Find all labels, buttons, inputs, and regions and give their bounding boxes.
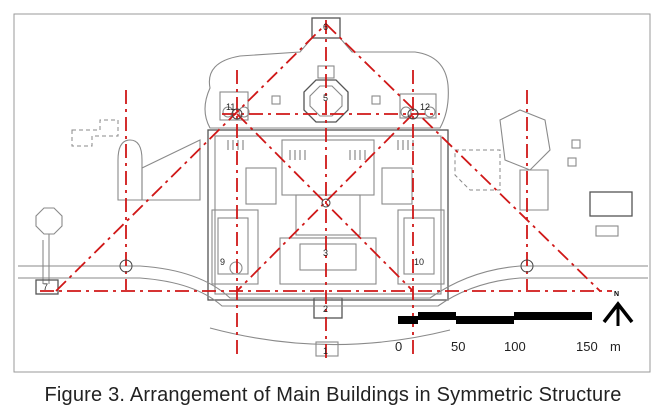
label-building-7: 7 (43, 282, 48, 292)
label-building-3: 3 (323, 248, 328, 258)
scale-tick-0: 0 (395, 339, 402, 354)
left-dashed-ruin (71, 119, 119, 147)
right-dashed-ruin (454, 149, 501, 191)
figure-caption: Figure 3. Arrangement of Main Buildings … (44, 384, 622, 406)
axis-nodes (119, 108, 534, 273)
rear-garden-outline (204, 37, 449, 129)
central-hall-front (279, 237, 377, 285)
scale-bar: 0 50 100 150 m (395, 312, 621, 354)
road-lower (18, 277, 648, 307)
figure-frame (13, 13, 651, 373)
scale-segment-3 (456, 316, 514, 324)
octagon-pavilion (303, 79, 349, 123)
site-plan-drawing: 1 2 3 5 6 7 9 10 11 12 0 50 100 150 m N (13, 13, 651, 373)
label-building-12: 12 (420, 102, 430, 112)
label-building-5: 5 (323, 93, 328, 103)
building-6-gate (311, 17, 341, 39)
left-diagonal-axis (55, 23, 327, 292)
building-9-wing (211, 209, 259, 285)
scale-segment-4 (514, 312, 592, 320)
left-octagon-tower (35, 207, 63, 235)
scale-tick-150: 150 (576, 339, 598, 354)
central-hall-middle (295, 194, 361, 236)
building-10-wing (397, 209, 445, 285)
label-building-11: 11 (226, 102, 235, 112)
label-building-9: 9 (220, 257, 225, 267)
left-arch-building (117, 139, 143, 201)
building-3-hall (299, 243, 357, 271)
scale-tick-100: 100 (504, 339, 526, 354)
scale-segment-2 (418, 312, 456, 320)
scale-segment-1 (398, 316, 418, 324)
building-1-gate (315, 341, 339, 357)
label-building-10: 10 (414, 257, 424, 267)
building-7 (35, 279, 59, 295)
inner-compound-wall (214, 135, 442, 295)
label-building-1: 1 (323, 346, 328, 356)
scale-unit: m (610, 339, 621, 354)
north-arrow: N (602, 291, 634, 326)
central-stairs (227, 140, 414, 160)
label-building-6: 6 (323, 22, 328, 32)
inner-diagonal-a (236, 113, 414, 292)
right-small-building (589, 191, 633, 217)
building-11-pavilion (219, 91, 249, 121)
right-cluster-building (499, 109, 551, 171)
label-building-2: 2 (323, 304, 328, 314)
main-compound-wall (207, 129, 449, 301)
right-diagonal-axis (325, 23, 601, 292)
road-upper (18, 265, 648, 299)
front-approach-curve (209, 327, 451, 346)
symmetry-axes (40, 20, 612, 360)
inner-diagonal-b (236, 113, 414, 292)
building-12-pavilion (399, 93, 437, 119)
scale-tick-50: 50 (451, 339, 465, 354)
north-label: N (614, 291, 619, 298)
left-stepped-building (141, 139, 201, 201)
